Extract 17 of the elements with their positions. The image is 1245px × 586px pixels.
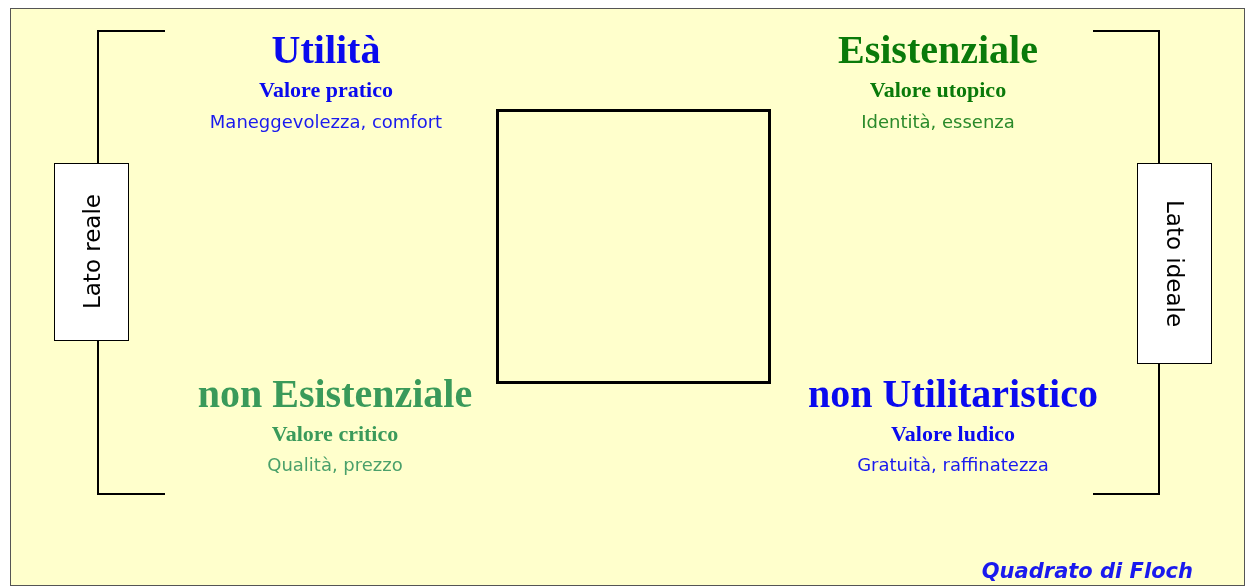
subheading: Valore ludico (890, 423, 1016, 445)
caption: Quadrato di Floch (981, 559, 1193, 583)
subheading: Valore critico (271, 423, 399, 445)
description: Maneggevolezza, comfort (209, 113, 443, 131)
side-label: Lato reale (78, 194, 105, 310)
heading: non Esistenziale (197, 374, 473, 414)
heading: Esistenziale (838, 30, 1038, 70)
side-label-box (54, 163, 129, 341)
subheading: Valore pratico (259, 79, 393, 101)
description: Identità, essenza (861, 113, 1015, 131)
side-label-box (1137, 163, 1212, 364)
subheading: Valore utopico (869, 79, 1007, 101)
heading: non Utilitaristico (808, 374, 1098, 414)
side-label: Lato ideale (1161, 199, 1188, 328)
description: Qualità, prezzo (267, 456, 403, 474)
description: Gratuità, raffinatezza (857, 456, 1049, 474)
heading: Utilità (271, 30, 381, 70)
